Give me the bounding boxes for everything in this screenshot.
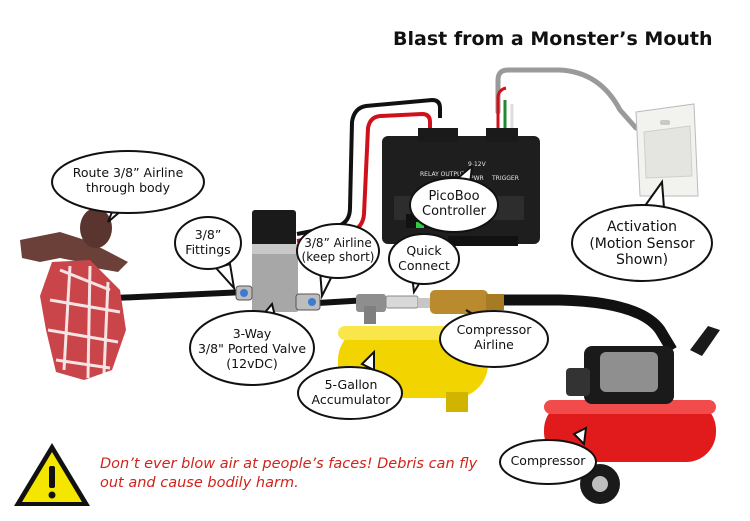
bubble-quick-connect-shape (388, 233, 460, 285)
bubble-fittings-shape (174, 216, 242, 270)
label-activation-line3: Shown) (615, 252, 669, 269)
label-quick-connect-line2: Connect (398, 257, 450, 273)
label-compressor-airline: Compressor Airline (444, 322, 544, 353)
label-valve-line3: (12vDC) (226, 355, 278, 371)
motion-sensor (635, 103, 699, 197)
monster-prop (20, 208, 128, 380)
label-route-airline-line1: Route 3/8” Airline (72, 165, 184, 180)
sensor-cable (495, 67, 639, 131)
compressor-unit (544, 326, 720, 504)
label-valve-line2: 3/8" Ported Valve (197, 340, 307, 356)
label-activation-line2: (Motion Sensor (589, 235, 695, 252)
controller-pwr-label: PWR (470, 175, 484, 182)
airline-body (114, 289, 246, 301)
label-route-airline-line2: through body (85, 179, 170, 195)
bubble-accumulator-tail (360, 349, 375, 372)
bubble-compressor-shape (499, 439, 597, 485)
label-compressor: Compressor (504, 453, 592, 469)
label-activation: Activation (Motion Sensor Shown) (574, 219, 710, 269)
quick-connect-fitting (356, 290, 504, 324)
airline-compressor (500, 294, 677, 353)
label-picoboo-controller: PicoBoo Controller (412, 189, 496, 220)
label-compressor-airline-line1: Compressor (456, 322, 532, 337)
label-fittings-line1: 3/8” (194, 227, 222, 242)
speech-bubbles (51, 150, 713, 485)
label-airline-short: 3/8” Airline (keep short) (298, 236, 378, 264)
label-accumulator-line2: Accumulator (311, 391, 391, 407)
label-route-airline: Route 3/8” Airline through body (56, 165, 200, 196)
controller-relay-outputs-label: RELAY OUTPUTS (420, 171, 469, 178)
label-valve-line1: 3-Way (232, 326, 272, 341)
controller-trigger-label: TRIGGER (491, 175, 519, 182)
bubble-picoboo-shape (409, 177, 499, 233)
diagram-title: Blast from a Monster’s Mouth (393, 28, 713, 50)
label-quick-connect-line1: Quick (406, 243, 442, 258)
label-quick-connect: Quick Connect (392, 243, 456, 274)
bubble-route-airline-shape (51, 150, 205, 214)
label-accumulator-line1: 5-Gallon (324, 377, 378, 392)
label-accumulator: 5-Gallon Accumulator (304, 377, 398, 408)
wire-red-trigger (496, 86, 507, 138)
bubble-valve-shape (189, 310, 315, 386)
label-picoboo-line1: PicoBoo (428, 189, 480, 204)
bubble-compressor-tail (572, 426, 588, 447)
wire-black (296, 97, 442, 236)
wire-red-relay (296, 111, 432, 243)
label-picoboo-line2: Controller (422, 204, 486, 220)
label-fittings: 3/8” Fittings (176, 227, 240, 258)
label-compressor-airline-line2: Airline (474, 336, 514, 352)
label-three-way-valve: 3-Way 3/8" Ported Valve (12vDC) (194, 326, 310, 371)
label-airline-short-line2: (keep short) (301, 250, 375, 265)
warning-text: Don’t ever blow air at people’s faces! D… (100, 456, 478, 491)
controller-voltage-label: 9-12V (468, 161, 487, 168)
label-fittings-line2: Fittings (185, 241, 231, 257)
bubble-airline-short-shape (296, 223, 380, 279)
three-way-valve (235, 210, 321, 312)
bubble-accumulator-shape (297, 366, 403, 420)
bubble-compressor-airline-shape (439, 310, 549, 368)
bubble-activation-shape (571, 204, 713, 282)
label-activation-line1: Activation (606, 219, 678, 235)
label-airline-short-line1: 3/8” Airline (304, 236, 372, 250)
label-compressor-line1: Compressor (510, 453, 586, 468)
warning-triangle-icon (14, 443, 90, 506)
